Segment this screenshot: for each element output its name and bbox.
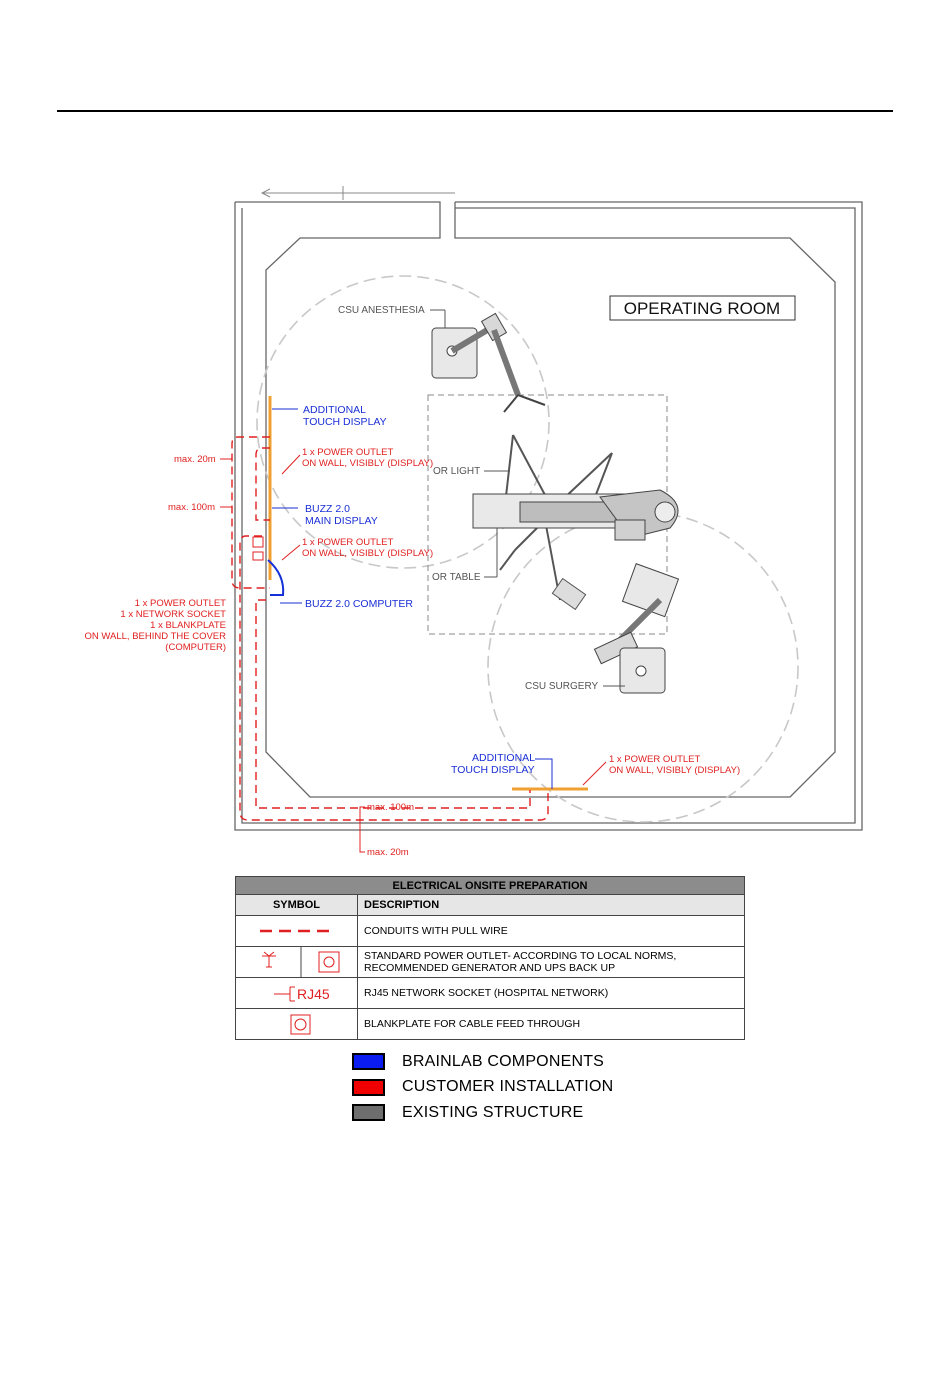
room-title-box [609,295,796,321]
table-row: CONDUITS WITH PULL WIRE [235,915,745,947]
room-title: OPERATING ROOM [624,299,780,318]
label-additional-touch-left-2: TOUCH DISPLAY [303,416,387,428]
label-buzz-main-2: MAIN DISPLAY [305,515,378,527]
table-row: RJ45 RJ45 NETWORK SOCKET (HOSPITAL NETWO… [235,977,745,1009]
door-arrow [260,186,455,200]
table-row: STANDARD POWER OUTLET- ACCORDING TO LOCA… [235,946,745,978]
legend-label: CUSTOMER INSTALLATION [402,1078,614,1096]
label-outlet-a-2: ON WALL, VISIBLY (DISPLAY) [302,458,433,469]
room-walls [234,201,863,831]
label-buzz-main-1: BUZZ 2.0 [305,503,350,515]
label-outlet-b-2: ON WALL, VISIBLY (DISPLAY) [302,548,433,559]
legend-item-existing: EXISTING STRUCTURE [352,1100,613,1126]
label-computer-1: 1 x POWER OUTLET [135,598,227,609]
label-outlet-a-1: 1 x POWER OUTLET [302,447,394,458]
top-rule [57,110,893,112]
label-max100-left: max. 100m [168,502,215,513]
label-additional-touch-bottom-2: TOUCH DISPLAY [451,764,535,776]
row-description: CONDUITS WITH PULL WIRE [357,915,745,947]
legend-swatch [352,1104,385,1122]
label-computer-2: 1 x NETWORK SOCKET [120,609,226,620]
label-computer-5: (COMPUTER) [165,642,226,653]
label-buzz-computer: BUZZ 2.0 COMPUTER [305,598,413,610]
rj45-symbol-text: RJ45 [297,986,330,1002]
label-max20-bottom: max. 20m [367,847,409,858]
label-outlet-c-2: ON WALL, VISIBLY (DISPLAY) [609,765,740,776]
row-description-line1: STANDARD POWER OUTLET- ACCORDING TO LOCA… [364,950,677,962]
color-legend: BRAINLAB COMPONENTS CUSTOMER INSTALLATIO… [352,1049,613,1126]
row-description-line2: RECOMMENDED GENERATOR AND UPS BACK UP [364,962,616,974]
table-row: BLANKPLATE FOR CABLE FEED THROUGH [235,1008,745,1040]
label-additional-touch-bottom-1: ADDITIONAL [472,752,535,764]
legend-swatch [352,1078,385,1096]
label-max20-left: max. 20m [174,454,216,465]
dashed-line-icon [260,929,334,933]
conduit-symbol-cell [235,915,358,947]
table-title: ELECTRICAL ONSITE PREPARATION [235,876,745,895]
label-computer-4: ON WALL, BEHIND THE COVER [85,631,227,642]
csu-surgery-device [593,563,680,694]
legend-item-customer: CUSTOMER INSTALLATION [352,1075,613,1101]
blankplate-icon [290,1014,311,1035]
header-description: DESCRIPTION [357,894,745,916]
network-symbol-cell: RJ45 [235,977,358,1009]
blankplate-symbol-cell [235,1008,358,1040]
csu-anesthesia-device [431,312,546,413]
conduits [231,436,549,821]
header-symbol: SYMBOL [235,894,358,916]
legend-item-brainlab: BRAINLAB COMPONENTS [352,1049,613,1075]
label-computer-3: 1 x BLANKPLATE [150,620,226,631]
label-csu-anesthesia: CSU ANESTHESIA [338,305,425,316]
power-outlet-icon [262,947,340,977]
label-or-table: OR TABLE [432,572,481,583]
electrical-preparation-table: ELECTRICAL ONSITE PREPARATION SYMBOL DES… [235,876,745,1040]
outlet-symbol-cell [235,946,358,978]
label-additional-touch-left-1: ADDITIONAL [303,404,366,416]
network-socket-icon: RJ45 [274,986,330,1002]
label-csu-surgery: CSU SURGERY [525,681,598,692]
floor-plan: OPERATING ROOM CSU ANEST [85,186,863,858]
or-table [472,489,679,541]
legend-label: BRAINLAB COMPONENTS [402,1052,605,1070]
legend-swatch [352,1053,385,1071]
row-description: BLANKPLATE FOR CABLE FEED THROUGH [357,1008,745,1040]
brainlab-components [252,396,588,791]
label-outlet-b-1: 1 x POWER OUTLET [302,537,394,548]
row-description: RJ45 NETWORK SOCKET (HOSPITAL NETWORK) [357,977,745,1009]
label-max100-bottom: max. 100m [367,802,414,813]
label-outlet-c-1: 1 x POWER OUTLET [609,754,701,765]
or-light [499,434,613,611]
legend-label: EXISTING STRUCTURE [402,1103,584,1121]
label-or-light: OR LIGHT [433,466,480,477]
